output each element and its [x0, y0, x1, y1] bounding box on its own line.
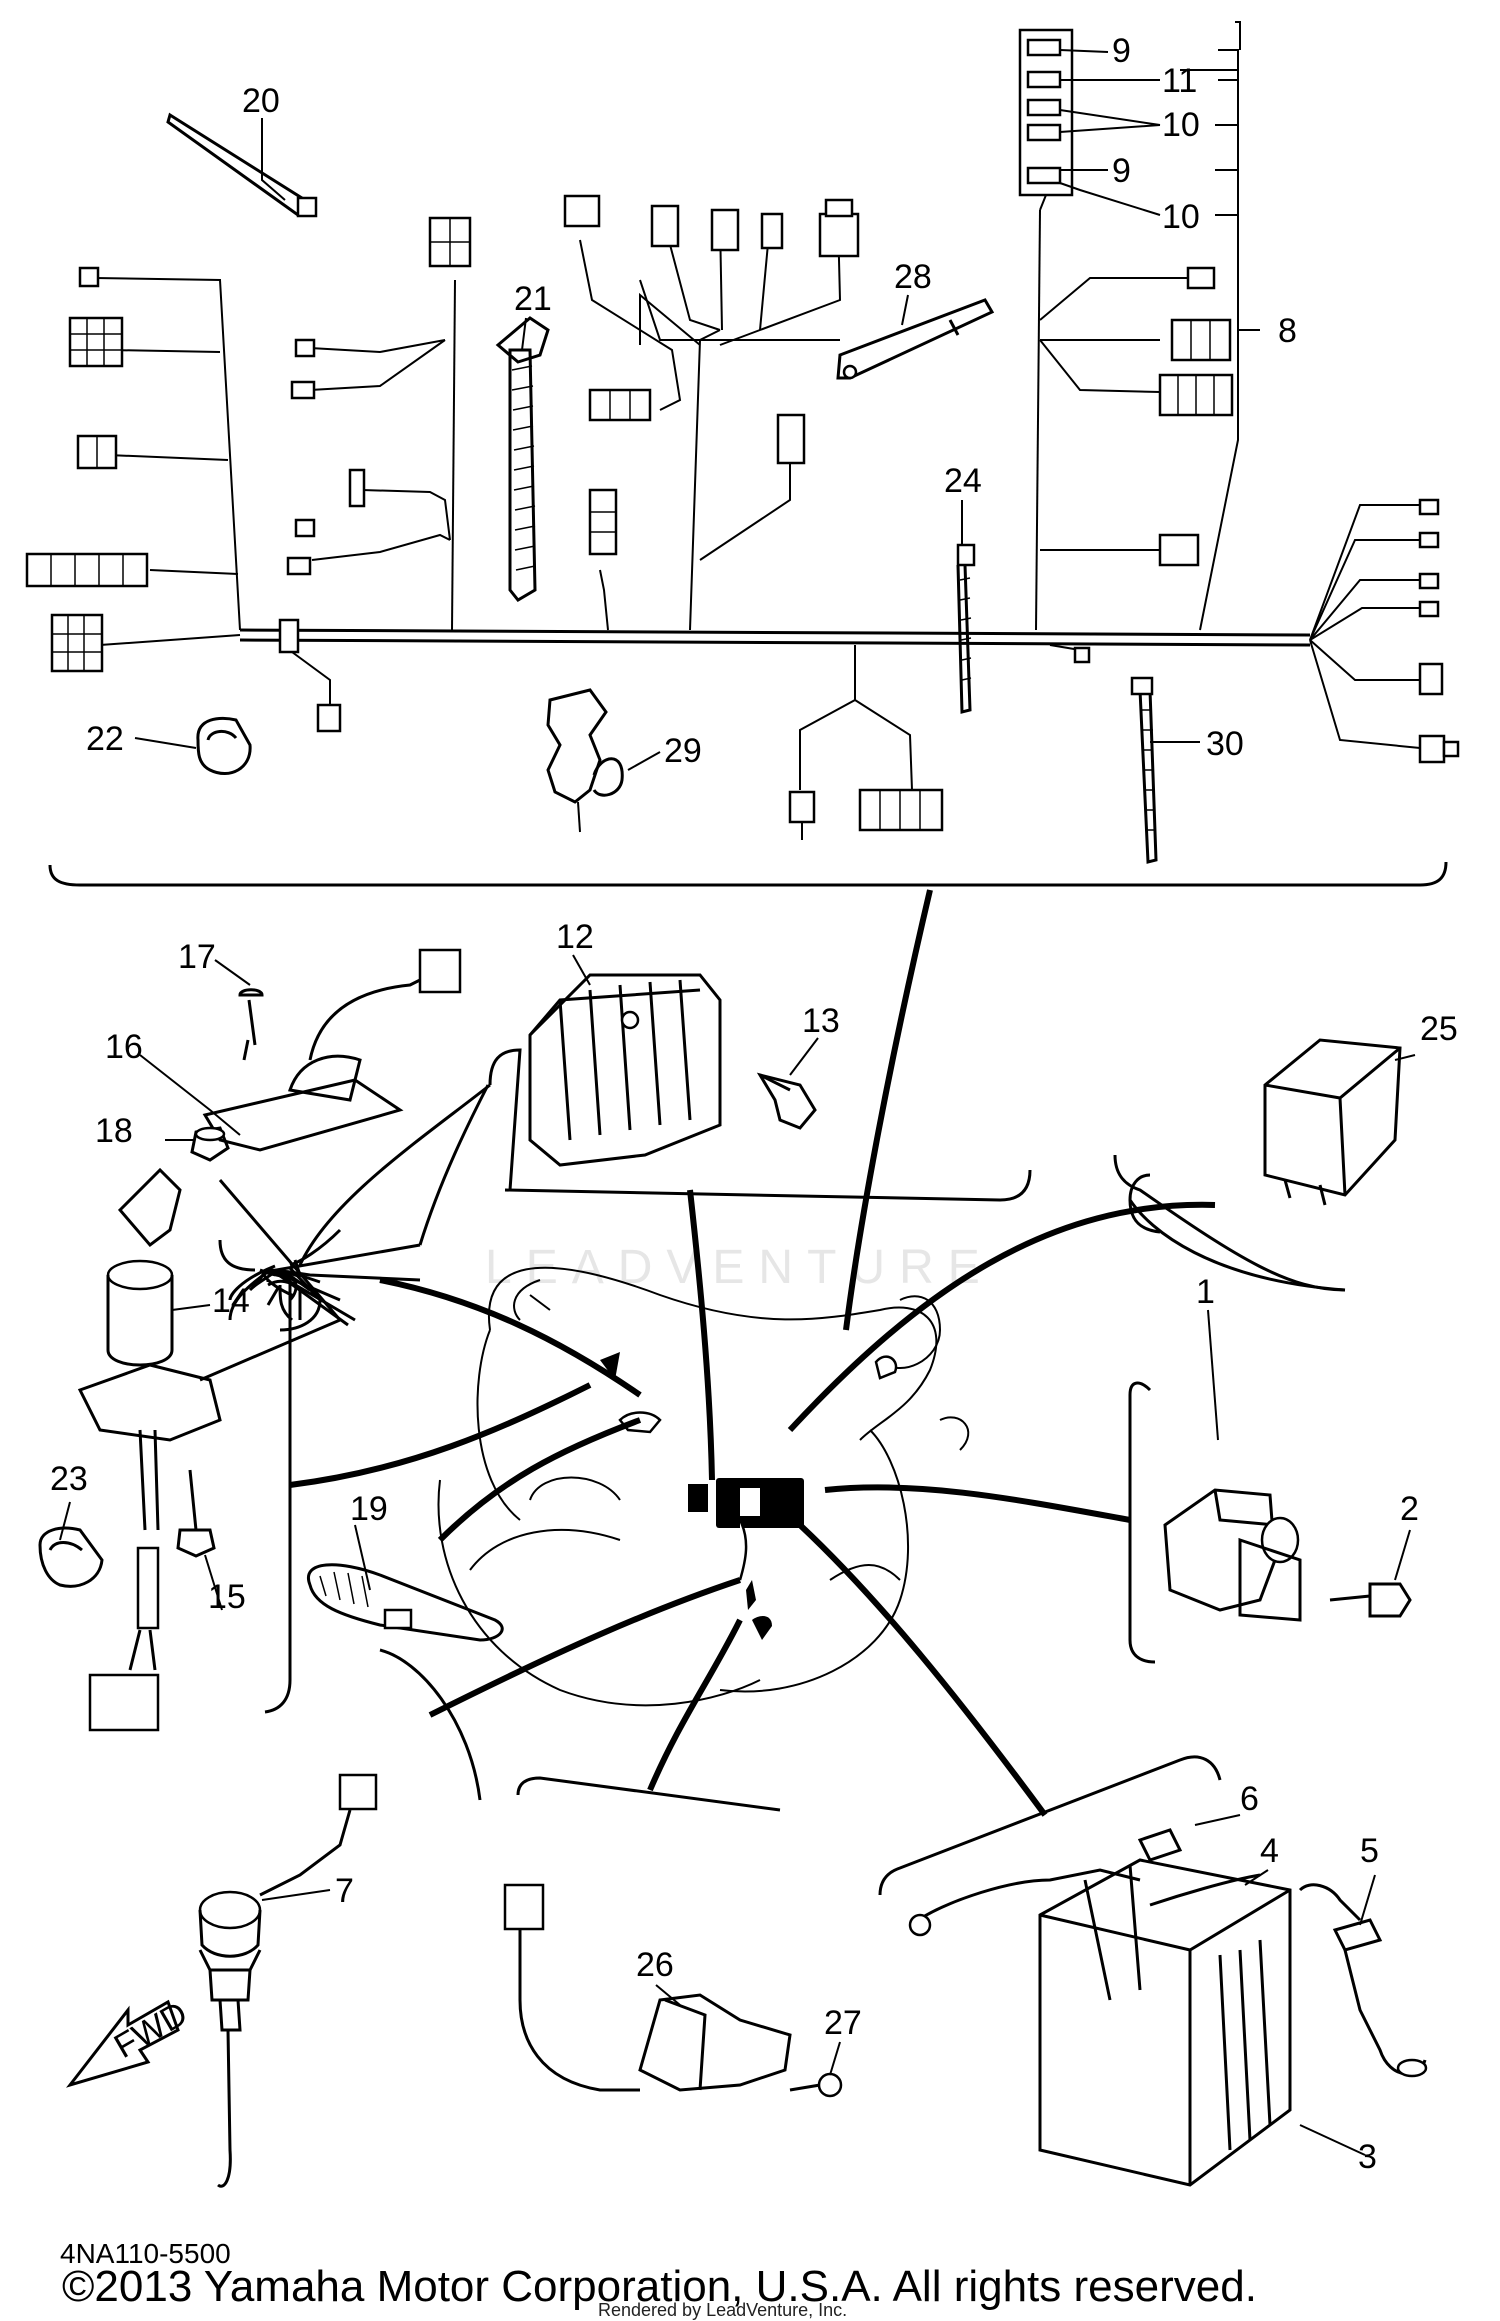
callout-3: 3 [1358, 2138, 1377, 2176]
part-18-nut [190, 1126, 230, 1162]
callout-22: 22 [86, 720, 124, 758]
callout-15: 15 [208, 1578, 246, 1616]
callout-9-top: 9 [1112, 32, 1131, 70]
part-14-ignition-switch [77, 1167, 222, 1732]
callout-27: 27 [824, 2004, 862, 2042]
callout-14: 14 [212, 1282, 250, 1320]
callout-12: 12 [556, 918, 594, 956]
renderer-credit: Rendered by LeadVenture, Inc. [598, 2300, 848, 2320]
part-25-relay [1263, 1038, 1402, 1206]
fwd-arrow: FWD [65, 1994, 194, 2088]
callout-5: 5 [1360, 1832, 1379, 1870]
callout-30: 30 [1206, 725, 1244, 763]
callout-4: 4 [1260, 1832, 1279, 1870]
location-arrows [289, 889, 1216, 1817]
copyright-notice: ©2013 Yamaha Motor Corporation, U.S.A. A… [62, 2262, 1257, 2311]
callout-2: 2 [1400, 1490, 1419, 1528]
wire-harness [25, 28, 1460, 887]
callout-26: 26 [636, 1946, 674, 1984]
part-19-band [306, 1563, 504, 1642]
callout-16: 16 [105, 1028, 143, 1066]
callout-21: 21 [514, 280, 552, 318]
callout-9-lower: 9 [1112, 152, 1131, 190]
part-16-bracket [202, 948, 462, 1152]
callout-leaders [59, 21, 1416, 2156]
part-1-starter-relay [1163, 1488, 1302, 1622]
callout-8: 8 [1278, 312, 1297, 350]
callout-20: 20 [242, 82, 280, 120]
callout-23: 23 [50, 1460, 88, 1498]
part-26-sensor [503, 1883, 792, 2092]
callout-19: 19 [350, 1490, 388, 1528]
callout-28: 28 [894, 258, 932, 296]
callout-25: 25 [1420, 1010, 1458, 1048]
battery-assembly [908, 1828, 1428, 2187]
callout-18: 18 [95, 1112, 133, 1150]
callout-17: 17 [178, 938, 216, 976]
callout-29: 29 [664, 732, 702, 770]
callout-13: 13 [802, 1002, 840, 1040]
callout-6: 6 [1240, 1780, 1259, 1818]
callout-10-top: 10 [1162, 106, 1200, 144]
part-2-bolt [1329, 1582, 1412, 1618]
callout-24: 24 [944, 462, 982, 500]
callout-1: 1 [1196, 1273, 1215, 1311]
part-27-screw [789, 2072, 843, 2098]
part-12-rectifier [528, 973, 817, 1167]
fwd-label: FWD [108, 1994, 194, 2066]
part-23-clamp [38, 1526, 104, 1588]
callout-numbers: 1 2 3 4 5 6 7 8 9 9 10 10 11 12 13 14 15… [50, 32, 1458, 2176]
callout-11: 11 [1162, 62, 1197, 100]
part-7-switch [198, 1773, 378, 2188]
callout-10-lower: 10 [1162, 198, 1200, 236]
vehicle-outline [437, 1266, 970, 1707]
section-brackets [199, 1048, 1346, 1896]
leadventure-watermark: LEADVENTURE [485, 1241, 994, 1294]
diagram-reference-code: 4NA110-5500 [60, 2238, 231, 2269]
callout-7: 7 [335, 1872, 354, 1910]
